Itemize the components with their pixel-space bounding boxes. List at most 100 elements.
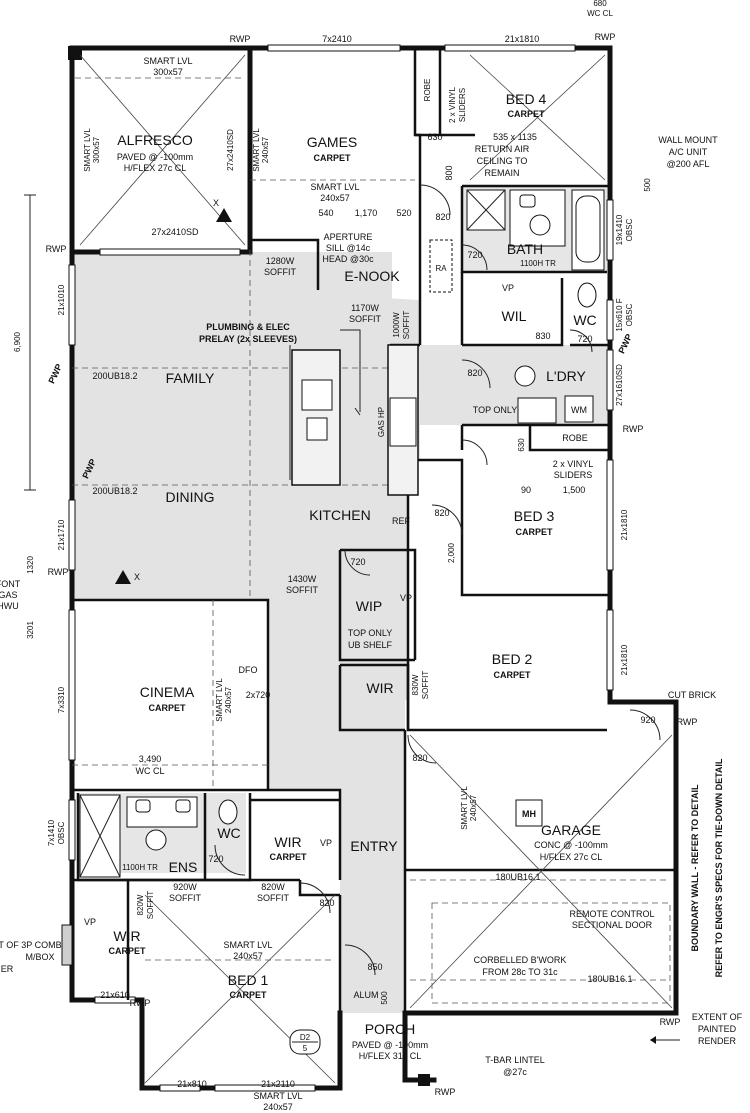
label: 1000W [392,312,401,338]
label: RA [435,264,447,273]
room-entry: ENTRY [350,838,398,854]
alfresco-note2: H/FLEX 27c CL [124,163,187,173]
label: SOFFIT [169,893,201,903]
label: 1100H TR [122,863,158,872]
label: 200UB18.2 [92,486,137,496]
label: 27x2410SD [226,129,235,171]
label: 820 [467,368,482,378]
label: 1,170 [355,208,378,218]
label: 300x57 [92,136,101,163]
games-floor: CARPET [313,153,351,163]
label: RWP [677,717,698,727]
label: 200UB18.2 [92,371,137,381]
room-family: FAMILY [166,370,215,386]
label: SMART LVL [252,128,261,172]
label: 1280W [266,256,295,266]
door-swings [145,184,661,976]
label: APERTURE [324,232,373,242]
label: OBSC [625,218,634,241]
label: RETURN AIR [475,144,530,154]
label: 7x1410 [47,819,56,846]
label: PWP [46,362,64,385]
tiedown-note: REFER TO ENGR'S SPECS FOR TIE-DOWN DETAI… [714,758,724,977]
label: RWP [595,32,616,42]
room-bed2: BED 2 [492,651,533,667]
label: 27x2410SD [151,227,199,237]
label: PAINTED [698,1024,737,1034]
label: SLIDERS [554,470,593,480]
label: 21x1010 [57,284,66,315]
label: REF [392,516,411,526]
label: 21x810 [177,1079,207,1089]
label: 920 [640,715,655,725]
room-wir3: WIR [113,928,140,944]
label: 2,000 [447,542,456,563]
label: 21x2110 [261,1079,295,1089]
label: UB SHELF [348,640,393,650]
label: X [213,198,219,208]
label: @200 AFL [667,159,710,169]
bed1-floor: CARPET [229,990,267,1000]
label: D2 [300,1033,311,1042]
wir3-floor: CARPET [108,946,146,956]
label: 240x57 [261,136,270,163]
label: OBSC [57,821,66,844]
label: 2 x VINYL [553,459,594,469]
label: 3,490 [139,754,162,764]
label: SOFFIT [146,891,155,920]
label: A/C UNIT [669,147,708,157]
label: GAS [0,590,18,600]
room-bed1: BED 1 [228,972,269,988]
label: 720 [467,250,482,260]
label: PLUMBING & ELEC [206,322,290,332]
label: 5 [303,1044,308,1053]
label: REMOTE CONTROL [569,909,654,919]
label: 920W [173,882,197,892]
label: RWP [623,424,644,434]
windows [68,44,614,1092]
label: ER [1,964,14,974]
label: SMART LVL [215,678,224,722]
label: 240x57 [263,1102,293,1112]
label: SLIDERS [458,88,467,122]
label: SOFFIT [421,671,430,700]
label: 1320 [26,556,35,574]
label: WC CL [136,766,165,776]
label: SOFFIT [349,314,381,324]
label: RENDER [698,1036,737,1046]
label: 21x1710 [57,519,66,550]
label: 2x720 [246,690,271,700]
label: HEAD @30c [322,254,374,264]
label: 820 [435,212,450,222]
label: TOP ONLY [473,405,518,415]
label: SOFFIT [402,311,411,340]
room-ens: ENS [169,859,198,875]
label: VP [400,593,412,603]
room-labels: ALFRESCO PAVED @ -100mm H/FLEX 27c CL GA… [108,91,607,1061]
label: 830W [411,674,420,695]
label: RWP [435,1087,456,1097]
label: EXTENT OF [692,1012,743,1022]
label: MH [522,809,536,819]
kitchen-island [289,344,419,496]
label: RWP [48,567,69,577]
label: 15x610 F [615,298,624,331]
label: 27x1610SD [615,364,624,406]
label: M/BOX [25,952,54,962]
label: 500 [380,991,389,1005]
markers [24,194,680,1055]
label: 630 [427,132,442,142]
label: 535 x 1135 [493,132,537,142]
fixtures [79,189,605,878]
label: 850 [367,962,382,972]
label: 1,500 [563,485,586,495]
label: SOFFIT [257,893,289,903]
room-wil: WIL [502,308,527,324]
label: RWP [130,998,151,1008]
label: 90 [521,485,531,495]
label: 720 [577,334,592,344]
label: 820W [136,894,145,915]
label: CEILING TO [477,156,528,166]
label: 180UB16.1 [495,872,540,882]
